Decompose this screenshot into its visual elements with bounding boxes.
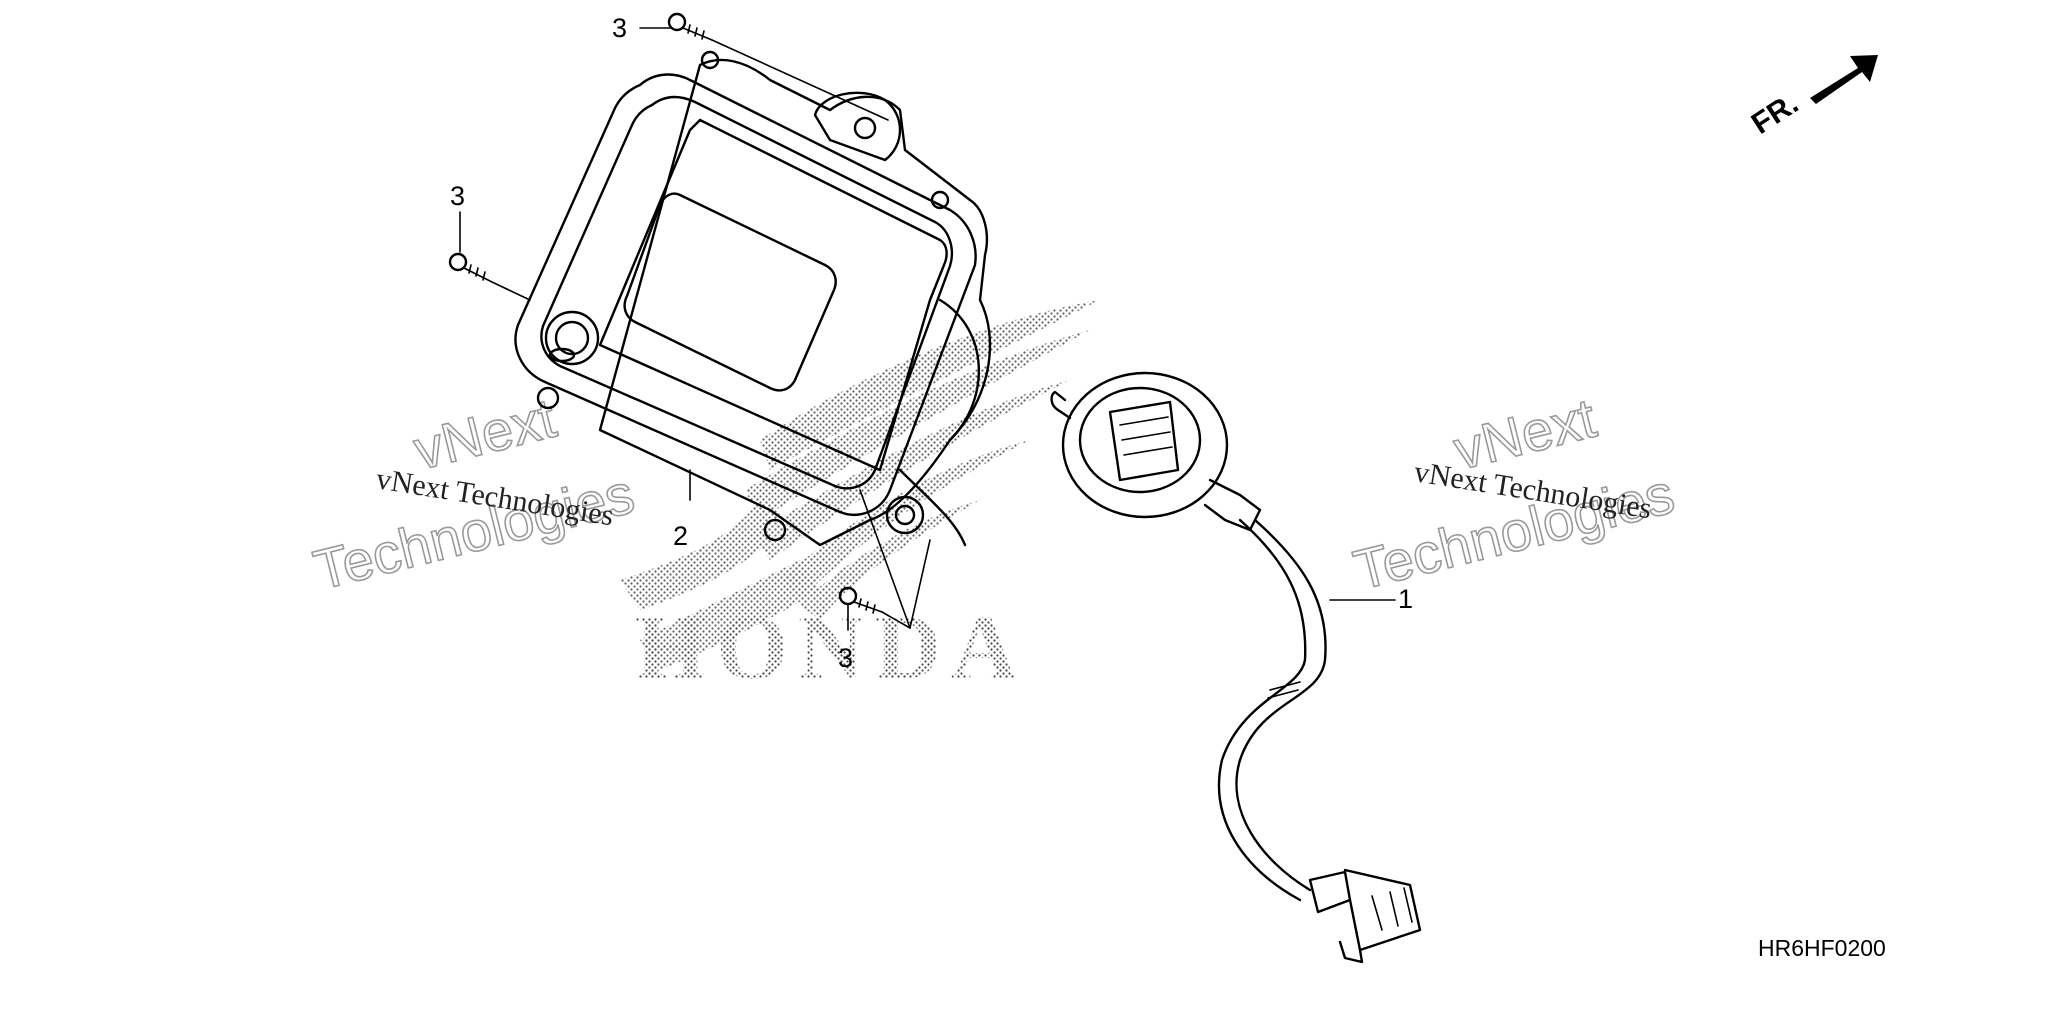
screw-top bbox=[667, 12, 713, 41]
callout-3-top: 3 bbox=[612, 13, 627, 43]
callout-3-bottom: 3 bbox=[838, 643, 853, 673]
screw-left bbox=[448, 252, 493, 283]
meter-assembly bbox=[514, 50, 992, 547]
callout-1: 1 bbox=[1398, 584, 1413, 614]
callout-3-left: 3 bbox=[450, 181, 465, 211]
diagram-code: HR6HF0200 bbox=[1758, 935, 1886, 961]
honda-logo-text: HONDA bbox=[635, 596, 1027, 698]
watermark-left: vNext Technologies vNext Technologies bbox=[307, 385, 641, 602]
watermark-left-big-line1: vNext bbox=[408, 386, 563, 482]
sensor-harness bbox=[1050, 371, 1422, 964]
front-direction-indicator: FR. bbox=[1746, 55, 1878, 141]
fr-label: FR. bbox=[1746, 87, 1805, 141]
leader-lines bbox=[459, 27, 1396, 631]
watermark-right: vNext Technologies vNext Technologies bbox=[1347, 385, 1681, 602]
screw-bottom bbox=[838, 586, 883, 614]
callout-2: 2 bbox=[673, 521, 688, 551]
